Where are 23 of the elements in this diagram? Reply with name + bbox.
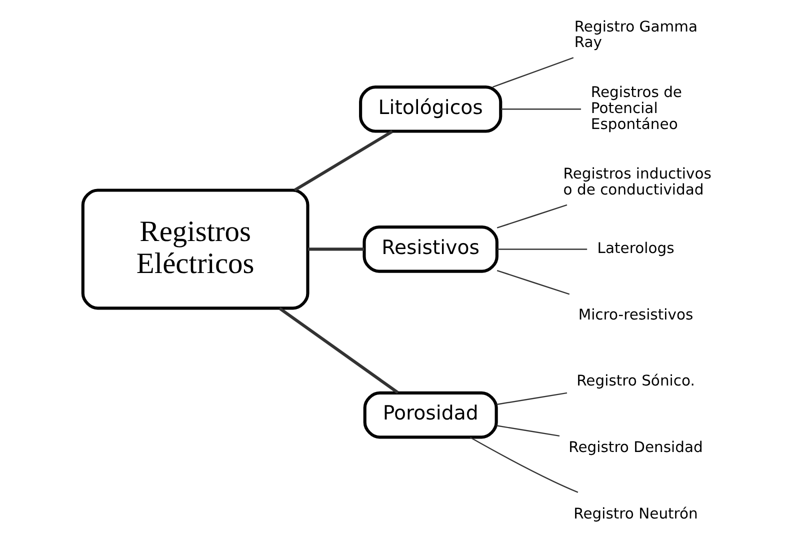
connector — [500, 108, 581, 110]
node-text: Registros de Potencial Espontáneo — [590, 84, 682, 133]
connector — [293, 130, 393, 192]
node-text: Registro Neutrón — [573, 505, 698, 522]
connector — [496, 248, 587, 250]
node-box: Registros Eléctricos — [80, 188, 309, 310]
connector — [278, 307, 398, 394]
node-box: Porosidad — [362, 391, 498, 439]
connector — [492, 57, 574, 88]
connector — [496, 204, 567, 228]
connector — [496, 425, 560, 437]
node-box: Litológicos — [358, 86, 502, 133]
node-text: Registro Densidad — [568, 439, 702, 456]
connector — [496, 392, 567, 406]
connector — [307, 248, 364, 251]
connector — [496, 270, 570, 295]
node-text: Micro-resistivos — [578, 306, 693, 324]
node-text: Registro Sónico. — [576, 372, 694, 390]
connector — [469, 436, 578, 493]
node-box: Resistivos — [362, 226, 498, 273]
node-text: Registro Gamma Ray — [574, 18, 697, 52]
node-text: Laterologs — [596, 240, 674, 258]
node-text: Registros inductivos o de conductividad — [562, 166, 711, 199]
